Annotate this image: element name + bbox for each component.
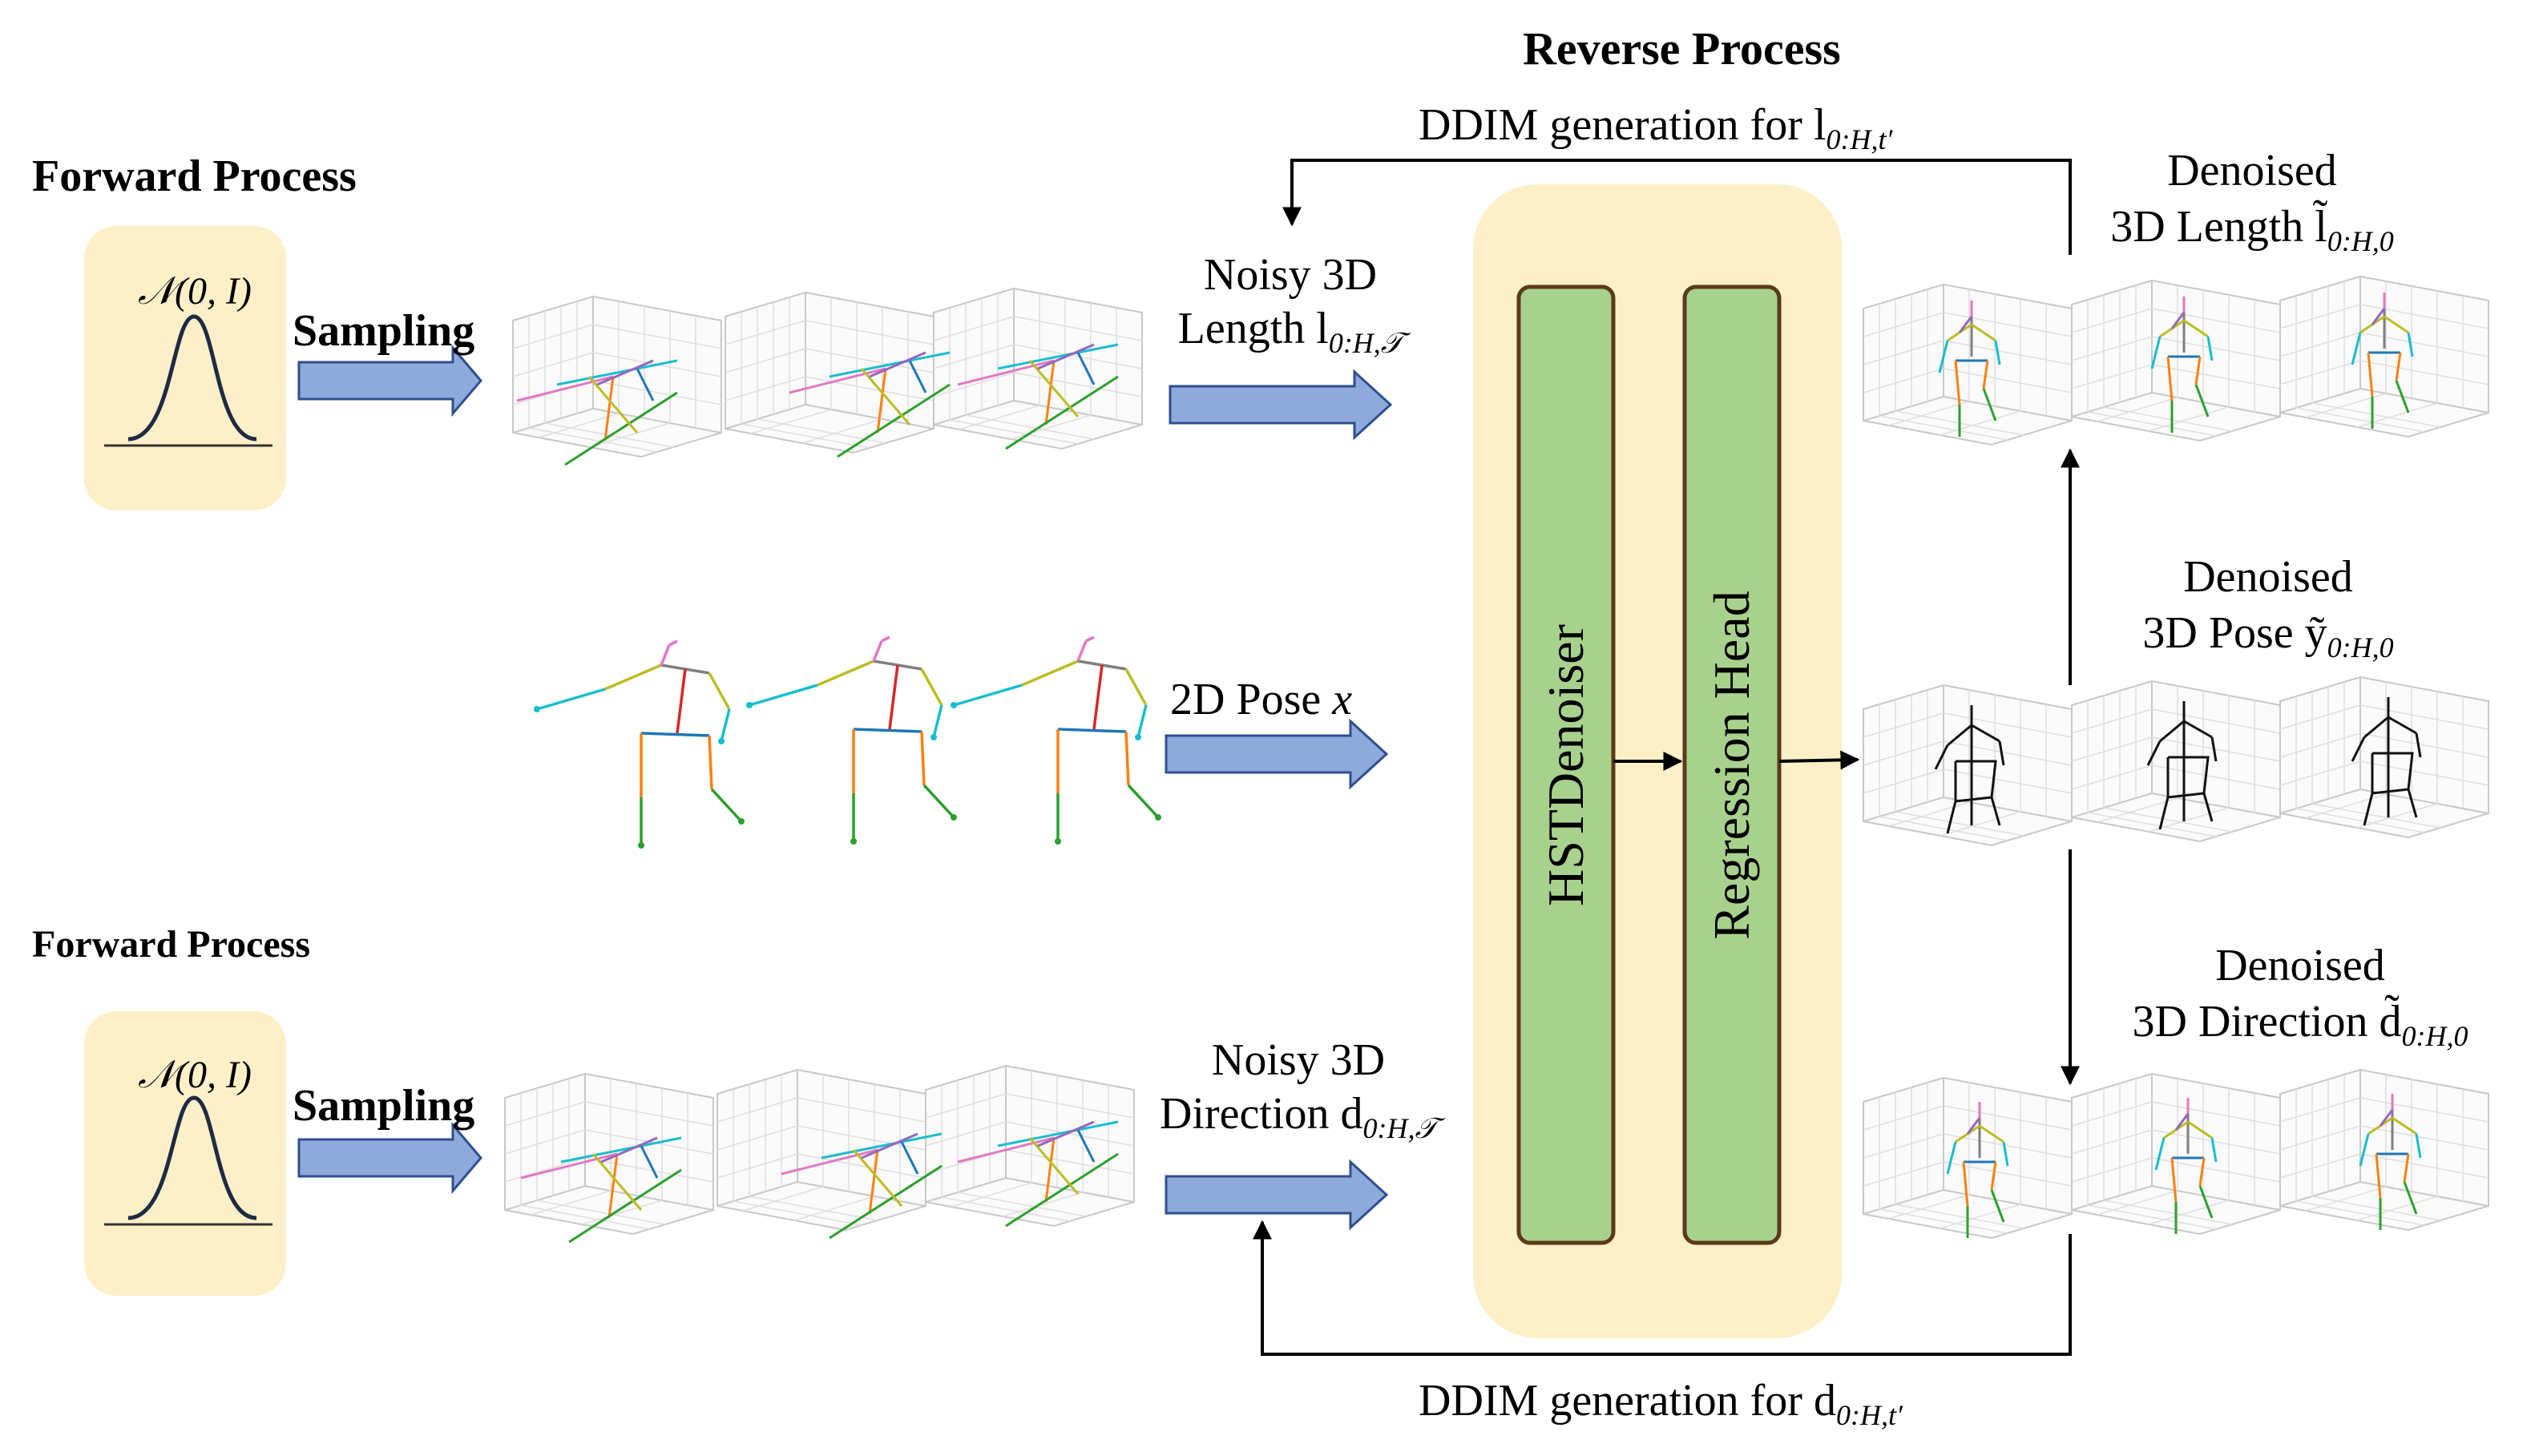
noisy-length-plots	[512, 288, 1143, 466]
hst-denoiser-block	[1516, 284, 1616, 1245]
block-arrow-icon	[1169, 369, 1393, 441]
ddim-label-top: DDIM generation for l0:H,t′	[1419, 100, 1893, 156]
regression-head-block	[1682, 284, 1782, 1245]
denoised-direction-label: Denoised 3D Direction d̃0:H,0	[2132, 941, 2468, 1053]
noisy-direction-plots	[504, 1065, 1135, 1244]
block-arrow-icon	[297, 1121, 482, 1195]
reverse-process-title: Reverse Process	[1523, 22, 1841, 75]
pose-2d-skeletons	[532, 635, 1163, 850]
sampling-label-bottom: Sampling	[293, 1081, 475, 1131]
regression-head-label: Regression Head	[1703, 591, 1760, 940]
denoised-pose-label: Denoised 3D Pose ỹ0:H,0	[2142, 552, 2394, 664]
sampling-label-top: Sampling	[293, 306, 475, 356]
gaussian-label-bottom: 𝒩(0, I)	[138, 1054, 252, 1096]
gaussian-label-top: 𝒩(0, I)	[138, 270, 252, 313]
ddim-label-bottom: DDIM generation for d0:H,t′	[1419, 1376, 1903, 1432]
block-arrow-icon	[1165, 1159, 1389, 1231]
denoised-length-plots	[1863, 276, 2489, 446]
pose-2d-label: 2D Pose x	[1170, 675, 1353, 724]
noisy-direction-label: Noisy 3D Direction d0:H,𝒯	[1159, 1035, 1438, 1145]
denoised-pose-plots	[1863, 676, 2489, 846]
gaussian-curve-icon	[127, 1095, 257, 1220]
skeleton-icon	[745, 635, 959, 846]
forward-process-title-bottom: Forward Process	[32, 923, 311, 966]
ddim-loop-bottom	[1253, 1220, 2072, 1356]
noisy-length-label: Noisy 3D Length l0:H,𝒯	[1177, 250, 1403, 360]
hst-denoiser-label: HSTDenoiser	[1537, 624, 1594, 906]
gaussian-panel-top	[84, 226, 286, 510]
block-arrow-icon	[297, 344, 482, 417]
skeleton-icon	[532, 639, 746, 850]
ddim-loop-top	[1282, 159, 2072, 255]
gaussian-curve-icon	[127, 314, 257, 442]
forward-process-title-top: Forward Process	[32, 151, 357, 201]
block-arrow-icon	[1165, 718, 1389, 790]
denoised-length-label: Denoised 3D Length l̃0:H,0	[2110, 146, 2394, 258]
skeleton-icon	[949, 635, 1163, 846]
denoised-direction-plots	[1863, 1069, 2489, 1240]
